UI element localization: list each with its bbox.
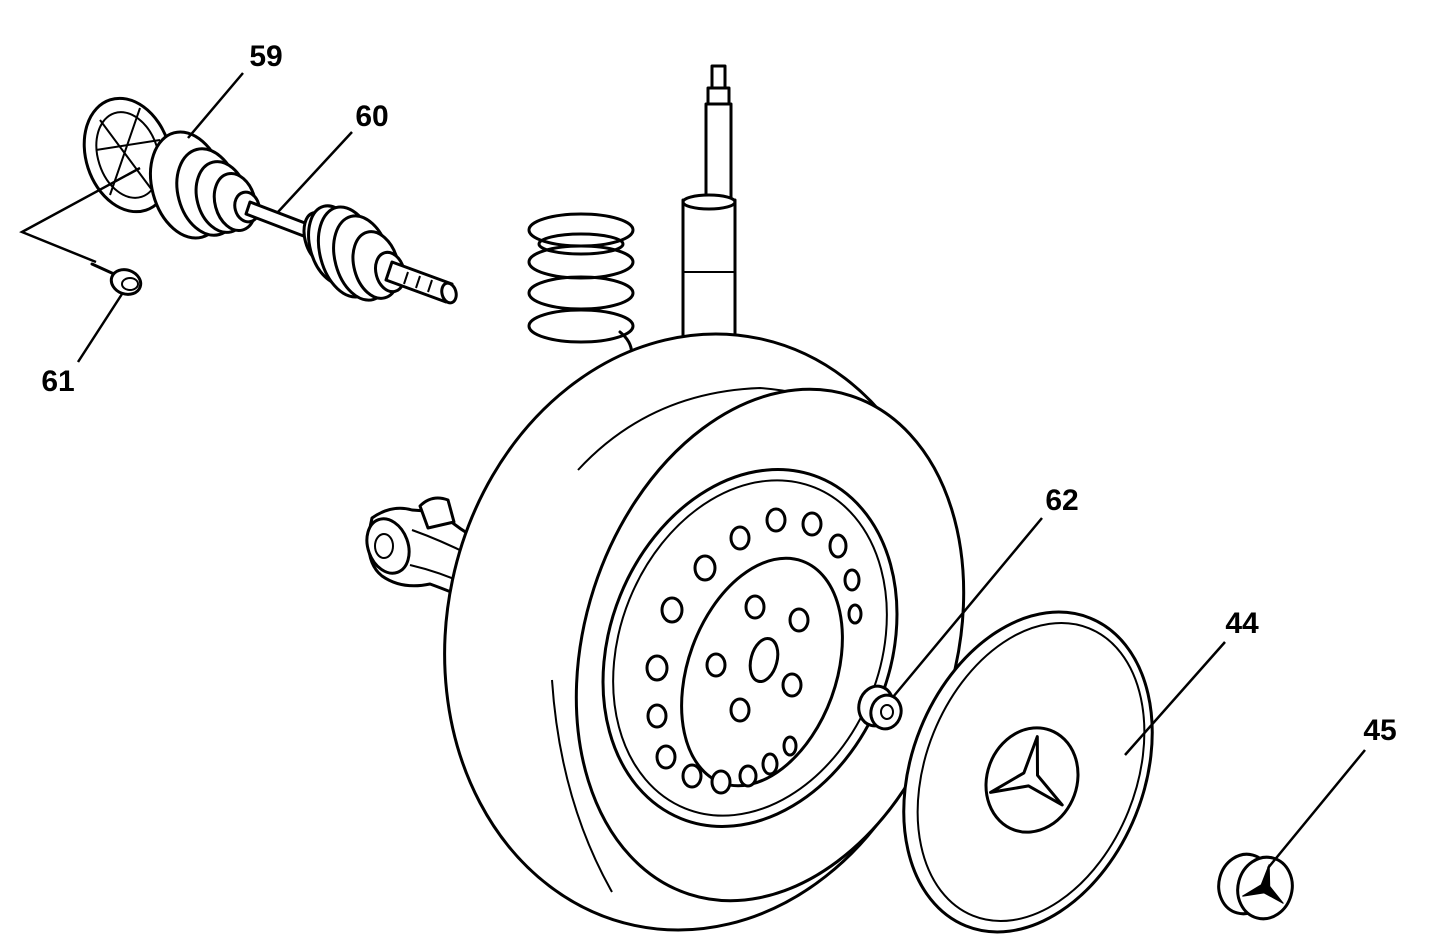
hub-cap-rim <box>916 622 1146 922</box>
control-arm-bracket <box>418 496 456 530</box>
piston-rod-collar <box>706 86 731 106</box>
leader-line-bolt-holes <box>19 166 141 264</box>
vent-hole <box>765 507 787 533</box>
lug-bolt <box>705 652 727 678</box>
vent-hole <box>655 744 677 770</box>
callout-label-45: 45 <box>1363 714 1396 747</box>
vent-hole <box>761 752 779 776</box>
lug-bolt <box>781 672 803 698</box>
tire-tread-line <box>551 679 613 893</box>
callout-labels: 59 60 61 62 44 45 <box>41 40 1396 747</box>
vent-hole <box>847 603 863 625</box>
callout-label-61: 61 <box>41 365 74 398</box>
hub-cap <box>902 610 1154 934</box>
piston-rod-tip <box>710 64 727 90</box>
shock-body-top <box>681 193 737 211</box>
stub-splines <box>403 271 433 293</box>
center-cap <box>1217 852 1294 921</box>
leader-lines <box>19 72 1366 869</box>
lug-bolt <box>744 594 766 620</box>
wheel-and-tire <box>443 332 966 932</box>
vent-hole <box>710 769 732 795</box>
leader-line-61 <box>76 293 124 363</box>
three-pointed-star-icon <box>989 735 1064 807</box>
flange-bolt <box>90 262 143 296</box>
leader-line-59 <box>187 72 244 139</box>
callout-label-60: 60 <box>355 100 388 133</box>
spring-coil <box>537 232 625 256</box>
vent-hole <box>801 511 823 537</box>
callout-label-59: 59 <box>249 40 282 73</box>
callout-label-44: 44 <box>1225 607 1259 640</box>
leader-line-60 <box>277 131 353 213</box>
vent-hole <box>681 763 703 789</box>
callout-label-62: 62 <box>1045 484 1078 517</box>
control-arm-bushing-bore <box>374 533 394 559</box>
spring-coil <box>527 212 635 248</box>
center-bore <box>748 636 780 684</box>
control-arm-bushing <box>365 517 411 575</box>
vent-hole <box>828 533 848 559</box>
shock-absorber <box>681 64 737 352</box>
coil-spring <box>527 212 635 364</box>
piston-rod <box>704 102 733 202</box>
leader-line-62 <box>892 517 1043 698</box>
shock-body <box>681 198 737 352</box>
spring-coil <box>527 308 635 344</box>
vent-hole <box>782 735 798 757</box>
bolt-head <box>109 268 143 296</box>
lug-bolt <box>729 697 751 723</box>
three-pointed-star-icon <box>1242 864 1284 904</box>
wheel-nut <box>857 684 903 731</box>
vent-hole <box>660 596 684 624</box>
vent-hole <box>645 654 669 682</box>
vent-hole <box>729 525 751 551</box>
vent-hole <box>693 554 717 582</box>
stub-end <box>440 281 458 305</box>
bolt-shank <box>90 262 116 276</box>
bolt-head-face <box>121 277 139 291</box>
leader-line-44 <box>1124 641 1226 756</box>
wheel-nut-bore <box>880 704 894 720</box>
vent-hole <box>646 703 668 729</box>
vent-hole <box>738 764 758 788</box>
spring-coil <box>527 275 635 311</box>
drive-shaft-assembly <box>82 96 458 305</box>
spring-coil <box>527 244 635 280</box>
wheel-nut-face <box>869 693 903 731</box>
vent-hole <box>843 568 861 592</box>
lug-bolt <box>788 607 810 633</box>
leader-line-45 <box>1267 749 1366 869</box>
